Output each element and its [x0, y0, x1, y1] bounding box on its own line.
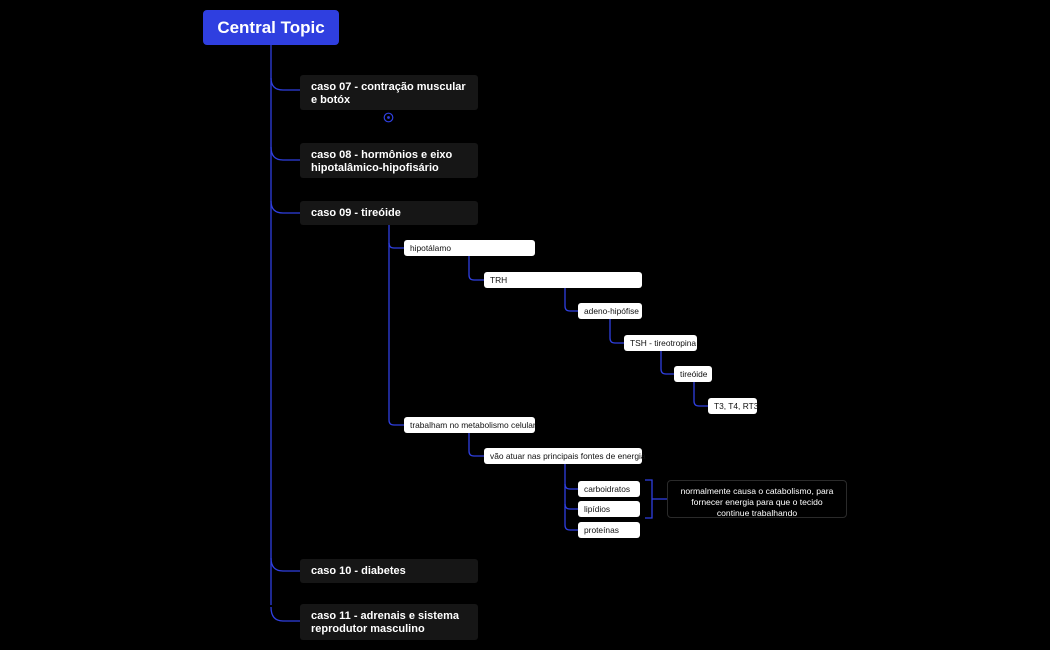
node-fontes-energia[interactable]: vão atuar nas principais fontes de energ… [484, 448, 646, 464]
summary-catabolismo[interactable]: normalmente causa o catabolismo, para fo… [667, 480, 847, 518]
central-topic[interactable]: Central Topic [203, 10, 339, 45]
topic-caso-08[interactable]: caso 08 - hormônios e eixo hipotalâmico-… [300, 143, 478, 178]
node-tsh[interactable]: TSH - tireotropina [624, 335, 697, 351]
node-hipotalamo[interactable]: hipotálamo [404, 240, 535, 256]
topic-caso-11[interactable]: caso 11 - adrenais e sistema reprodutor … [300, 604, 478, 640]
collapse-toggle-icon[interactable] [383, 112, 394, 123]
node-trh[interactable]: TRH [484, 272, 642, 288]
topic-caso-07[interactable]: caso 07 - contração muscular e botóx [300, 75, 478, 110]
topic-caso-09[interactable]: caso 09 - tireóide [300, 201, 478, 225]
node-adeno-hipofise[interactable]: adeno-hipófise [578, 303, 642, 319]
node-t3-t4-rt3[interactable]: T3, T4, RT3 [708, 398, 758, 414]
node-tireoide[interactable]: tireóide [674, 366, 712, 382]
node-carboidratos[interactable]: carboidratos [578, 481, 640, 497]
node-metabolismo[interactable]: trabalham no metabolismo celular [404, 417, 536, 433]
topic-caso-10[interactable]: caso 10 - diabetes [300, 559, 478, 583]
node-lipidios[interactable]: lipídios [578, 501, 640, 517]
node-proteinas[interactable]: proteínas [578, 522, 640, 538]
